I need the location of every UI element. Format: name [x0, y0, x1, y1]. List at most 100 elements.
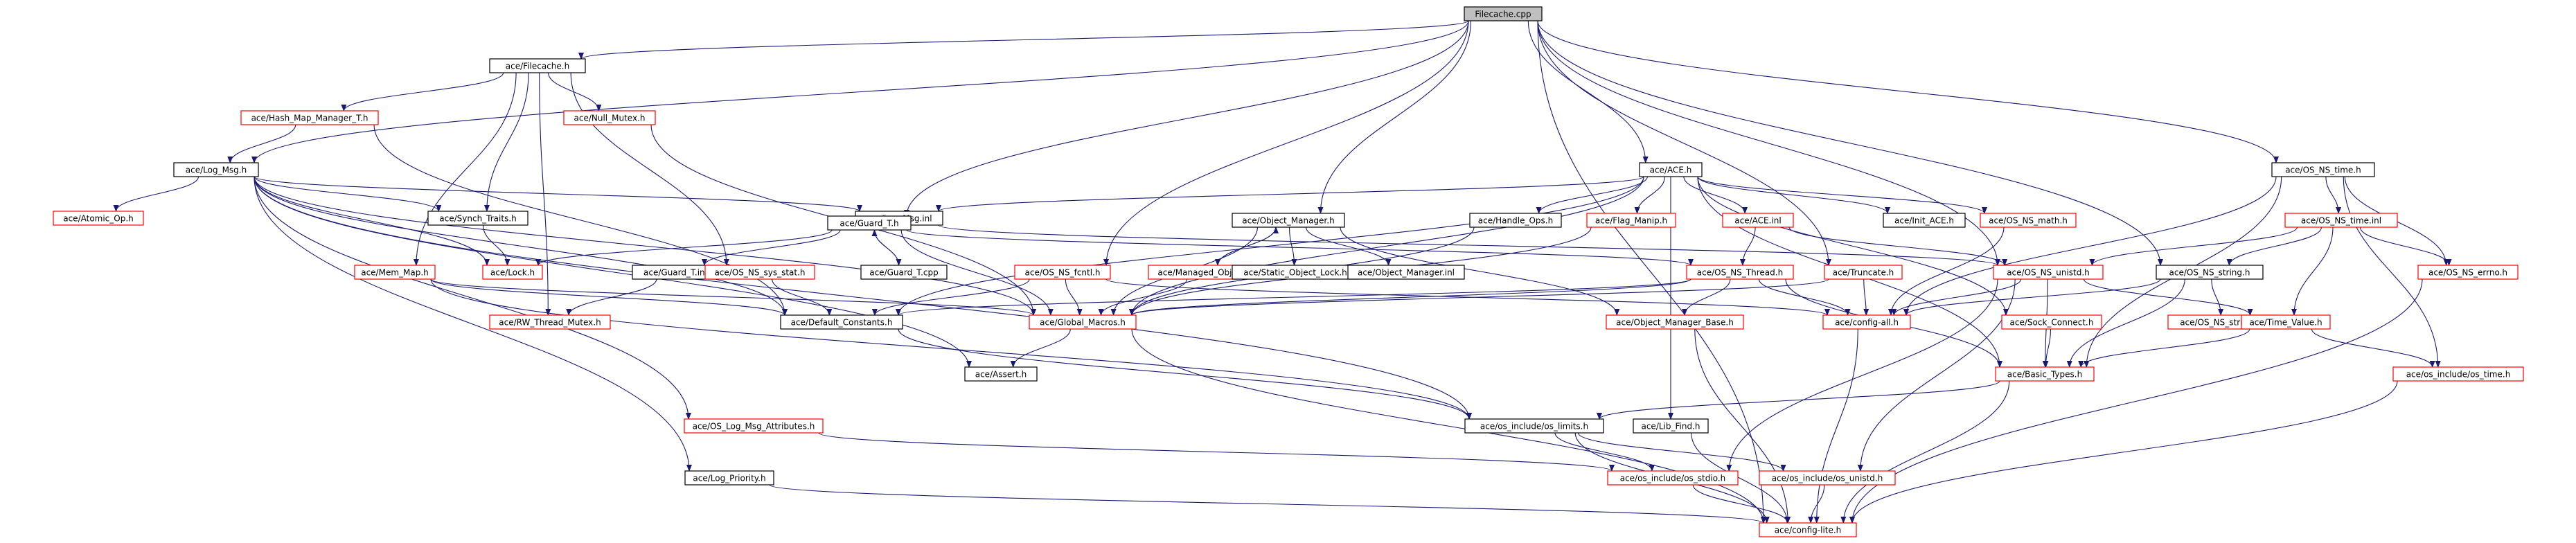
node-log-msg-h[interactable]: ace/Log_Msg.h [173, 162, 259, 177]
edge-filecache-cpp-to-os-unistd [1537, 20, 2000, 266]
edge-os-thread-to-default-constants [896, 278, 1691, 316]
node-handle-ops[interactable]: ace/Handle_Ops.h [1469, 213, 1562, 228]
edge-object-manager-to-object-manager-inl [1305, 226, 1392, 266]
node-os-string-h[interactable]: ace/OS_NS_string.h [2156, 265, 2264, 280]
node-box [1232, 213, 1345, 228]
edge-global-macros-to-assert-h [1010, 328, 1071, 368]
node-hash-map[interactable]: ace/Hash_Map_Manager_T.h [240, 110, 379, 125]
node-config-lite[interactable]: ace/config-lite.h [1759, 522, 1857, 537]
node-box [827, 215, 912, 231]
node-label: ace/Mem_Map.h [361, 268, 429, 278]
edge-os-thread-to-object-manager-base [1682, 278, 1731, 316]
node-os-time-inl[interactable]: ace/OS_NS_time.inl [2284, 213, 2398, 228]
node-os-include-stdio[interactable]: ace/os_include/os_stdio.h [1607, 470, 1739, 486]
edge-lib-find-to-config-lite [1691, 432, 1791, 524]
edge-object-manager-to-object-manager-base [1340, 226, 1620, 316]
node-assert-h[interactable]: ace/Assert.h [964, 366, 1038, 382]
node-global-macros[interactable]: ace/Global_Macros.h [1029, 314, 1137, 330]
node-init-ace[interactable]: ace/Init_ACE.h [1883, 213, 1966, 228]
node-static-object-lock[interactable]: ace/Static_Object_Lock.h [1232, 265, 1359, 280]
edge-os-string-h-to-basic-types [2066, 278, 2185, 368]
node-label: ace/Filecache.h [506, 62, 569, 71]
node-label: Filecache.cpp [1475, 10, 1531, 19]
node-os-thread[interactable]: ace/OS_NS_Thread.h [1686, 265, 1794, 280]
node-box [1464, 6, 1543, 21]
node-sock-connect[interactable]: ace/Sock_Connect.h [2001, 314, 2102, 330]
node-object-manager[interactable]: ace/Object_Manager.h [1232, 213, 1345, 228]
edge-ace-h-to-default-constants [896, 176, 1644, 316]
edge-config-all-to-config-lite [1813, 328, 1858, 524]
node-os-include-unistd[interactable]: ace/os_include/os_unistd.h [1759, 470, 1896, 486]
node-os-include-limits[interactable]: ace/os_include/os_limits.h [1464, 418, 1604, 434]
node-rw-thread-mutex[interactable]: ace/RW_Thread_Mutex.h [489, 314, 611, 330]
node-atomic-op[interactable]: ace/Atomic_Op.h [53, 211, 144, 226]
node-os-fcntl[interactable]: ace/OS_NS_fcntl.h [1014, 265, 1111, 280]
node-flag-manip[interactable]: ace/Flag_Manip.h [1586, 213, 1676, 228]
node-guard-t-cpp[interactable]: ace/Guard_T.cpp [860, 265, 948, 280]
node-object-manager-inl[interactable]: ace/Object_Manager.inl [1347, 265, 1465, 280]
node-null-mutex[interactable]: ace/Null_Mutex.h [563, 110, 656, 125]
node-box [1586, 213, 1676, 228]
node-object-manager-base[interactable]: ace/Object_Manager_Base.h [1606, 314, 1744, 330]
edge-ace-h-to-ace-inl [1683, 176, 1748, 214]
node-ace-h[interactable]: ace/ACE.h [1639, 162, 1703, 177]
node-box [1014, 265, 1111, 280]
edge-os-include-time-to-config-lite [1849, 380, 2398, 524]
node-label: ace/Lib_Find.h [1641, 422, 1700, 431]
node-label: ace/OS_NS_sys_stat.h [714, 268, 805, 278]
edge-managed-object-to-object-manager [1217, 226, 1279, 266]
node-box [2271, 162, 2375, 177]
node-lib-find[interactable]: ace/Lib_Find.h [1633, 418, 1709, 434]
node-os-include-time[interactable]: ace/os_include/os_time.h [2392, 366, 2524, 382]
node-guard-t-inl[interactable]: ace/Guard_T.inl [632, 265, 719, 280]
node-label: ace/Init_ACE.h [1894, 216, 1954, 226]
node-basic-types[interactable]: ace/Basic_Types.h [1995, 366, 2095, 382]
edge-os-unistd-to-os-include-unistd [1857, 278, 2016, 472]
edge-os-unistd-to-time-value [2083, 278, 2253, 316]
node-label: ace/Assert.h [975, 370, 1027, 380]
edge-os-fcntl-to-config-all [1105, 278, 1830, 316]
node-config-all[interactable]: ace/config-all.h [1822, 314, 1911, 330]
node-box [482, 265, 543, 280]
edge-time-value-to-os-include-time [2311, 328, 2435, 368]
node-mem-map[interactable]: ace/Mem_Map.h [354, 265, 436, 280]
node-label: ace/OS_Log_Msg_Attributes.h [693, 422, 815, 431]
node-label: ace/Lock.h [490, 268, 535, 278]
edge-guard-t-h-to-lock-h [535, 229, 833, 266]
edge-filecache-h-to-synch-traits [483, 72, 529, 212]
edge-time-value-to-basic-types [2078, 328, 2250, 368]
node-os-time-h[interactable]: ace/OS_NS_time.h [2271, 162, 2375, 177]
node-box [684, 470, 774, 486]
node-os-errno[interactable]: ace/OS_NS_errno.h [2417, 265, 2519, 280]
node-label: ace/config-all.h [1835, 318, 1899, 328]
node-ace-inl[interactable]: ace/ACE.inl [1722, 213, 1794, 228]
node-time-value[interactable]: ace/Time_Value.h [2241, 314, 2331, 330]
edge-os-unistd-to-config-all [1891, 278, 2022, 316]
node-guard-t-h[interactable]: ace/Guard_T.h [827, 215, 912, 231]
edge-log-msg-h-to-synch-traits [254, 176, 442, 212]
node-box [2417, 265, 2519, 280]
edge-hash-map-to-log-msg-h [227, 124, 296, 163]
edge-ace-inl-to-os-unistd [1788, 226, 2008, 266]
node-box [1347, 265, 1465, 280]
edge-ace-h-to-log-msg-inl [936, 176, 1644, 212]
node-lock-h[interactable]: ace/Lock.h [482, 265, 543, 280]
node-box [489, 58, 586, 73]
node-box [704, 265, 815, 280]
node-filecache-h[interactable]: ace/Filecache.h [489, 58, 586, 73]
node-os-sys-stat[interactable]: ace/OS_NS_sys_stat.h [704, 265, 815, 280]
node-log-priority[interactable]: ace/Log_Priority.h [684, 470, 774, 486]
node-os-log-msg-attr[interactable]: ace/OS_Log_Msg_Attributes.h [684, 418, 824, 434]
node-filecache-cpp[interactable]: Filecache.cpp [1464, 6, 1543, 21]
node-synch-traits[interactable]: ace/Synch_Traits.h [427, 211, 528, 226]
node-os-math[interactable]: ace/OS_NS_math.h [1980, 213, 2077, 228]
node-label: ace/Basic_Types.h [2007, 370, 2082, 380]
edge-guard-t-cpp-to-guard-t-h [871, 229, 900, 266]
node-box [427, 211, 528, 226]
node-os-unistd[interactable]: ace/OS_NS_unistd.h [1993, 265, 2104, 280]
edge-global-macros-to-config-lite [1131, 328, 1766, 524]
edge-filecache-cpp-to-guard-t-h [904, 20, 1469, 217]
node-default-constants[interactable]: ace/Default_Constants.h [780, 314, 903, 330]
node-truncate[interactable]: ace/Truncate.h [1824, 265, 1903, 280]
edge-os-time-inl-to-os-string-h [2226, 226, 2322, 266]
